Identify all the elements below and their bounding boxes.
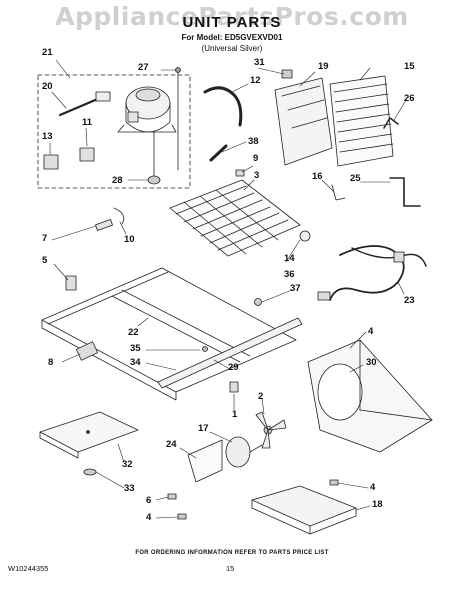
pad-8 <box>75 341 99 361</box>
fan-motor <box>225 436 263 468</box>
callout-12: 12 <box>250 75 261 86</box>
screw-35 <box>202 346 208 352</box>
wiring-harness <box>317 245 427 301</box>
bracket-26 <box>383 117 399 129</box>
evaporator-coil <box>329 75 394 167</box>
callout-4-top: 4 <box>368 326 374 337</box>
screw-37 <box>254 298 262 306</box>
part-1 <box>229 381 239 393</box>
compressor-group-box <box>37 74 191 189</box>
page-title: UNIT PARTS <box>182 14 282 31</box>
suction-tube <box>203 86 243 127</box>
page-number: 15 <box>226 564 235 573</box>
drain-tray <box>251 485 357 535</box>
callout-36: 36 <box>284 269 295 280</box>
callout-31: 31 <box>254 57 265 68</box>
callout-19: 19 <box>318 61 329 72</box>
callout-9: 9 <box>253 153 259 164</box>
evaporator-cover <box>274 69 333 166</box>
callout-28: 28 <box>112 175 123 186</box>
drain-tube <box>209 144 228 162</box>
callout-33: 33 <box>124 483 135 494</box>
start-relay-block <box>43 154 59 170</box>
fitting-14 <box>299 230 311 242</box>
callout-37: 37 <box>290 283 301 294</box>
motor-bracket <box>187 439 223 483</box>
heater-tube <box>331 184 346 201</box>
callout-18: 18 <box>372 499 383 510</box>
screw-4-lower <box>177 513 187 520</box>
callout-32: 32 <box>122 459 133 470</box>
callout-27: 27 <box>138 62 149 73</box>
condenser-housing <box>307 339 433 453</box>
callout-7: 7 <box>42 233 48 244</box>
callout-16: 16 <box>312 171 323 182</box>
overload-block <box>79 147 95 162</box>
callout-25: 25 <box>350 173 361 184</box>
callout-11: 11 <box>82 117 93 128</box>
callout-15: 15 <box>404 61 415 72</box>
callout-34: 34 <box>130 357 141 368</box>
callout-3: 3 <box>254 170 260 181</box>
drain-panel <box>39 411 139 459</box>
callout-20: 20 <box>42 81 53 92</box>
callout-10: 10 <box>124 234 135 245</box>
screw-6 <box>167 493 177 500</box>
variant-line: (Universal Silver) <box>201 44 263 53</box>
foot-33 <box>83 468 97 476</box>
fan-blade <box>255 411 287 449</box>
callout-8: 8 <box>48 357 54 368</box>
callout-6: 6 <box>146 495 152 506</box>
clip-part <box>235 169 245 177</box>
callout-26: 26 <box>404 93 415 104</box>
base-frame <box>41 267 297 401</box>
callout-38: 38 <box>248 136 259 147</box>
callout-1: 1 <box>232 409 238 420</box>
leader-lines <box>49 59 407 519</box>
relay-overload <box>58 91 111 117</box>
document-id: W10244355 <box>8 564 49 573</box>
watermark: AppliancePartsPros.com <box>55 2 409 31</box>
condenser-grid <box>169 179 301 257</box>
callout-17: 17 <box>198 423 209 434</box>
callout-4-right: 4 <box>370 482 376 493</box>
callout-21: 21 <box>42 47 53 58</box>
callout-2: 2 <box>258 391 264 402</box>
callout-24: 24 <box>166 439 177 450</box>
bracket-5 <box>65 275 77 291</box>
defrost-heater-tube <box>389 177 421 207</box>
callout-23: 23 <box>404 295 415 306</box>
fuse-part <box>95 219 113 231</box>
callout-35: 35 <box>130 343 141 354</box>
wire-10 <box>113 207 125 225</box>
callout-30: 30 <box>366 357 377 368</box>
callout-22: 22 <box>128 327 139 338</box>
callout-14: 14 <box>284 253 295 264</box>
rail-34 <box>157 317 303 389</box>
callout-4-lower: 4 <box>146 512 152 523</box>
model-line: For Model: ED5GVEXVD01 <box>181 33 283 42</box>
callout-29: 29 <box>228 362 239 373</box>
compressor <box>117 67 181 185</box>
screw-4-right <box>329 479 339 486</box>
callout-13: 13 <box>42 131 53 142</box>
ordering-note: FOR ORDERING INFORMATION REFER TO PARTS … <box>135 550 329 556</box>
callout-5: 5 <box>42 255 48 266</box>
